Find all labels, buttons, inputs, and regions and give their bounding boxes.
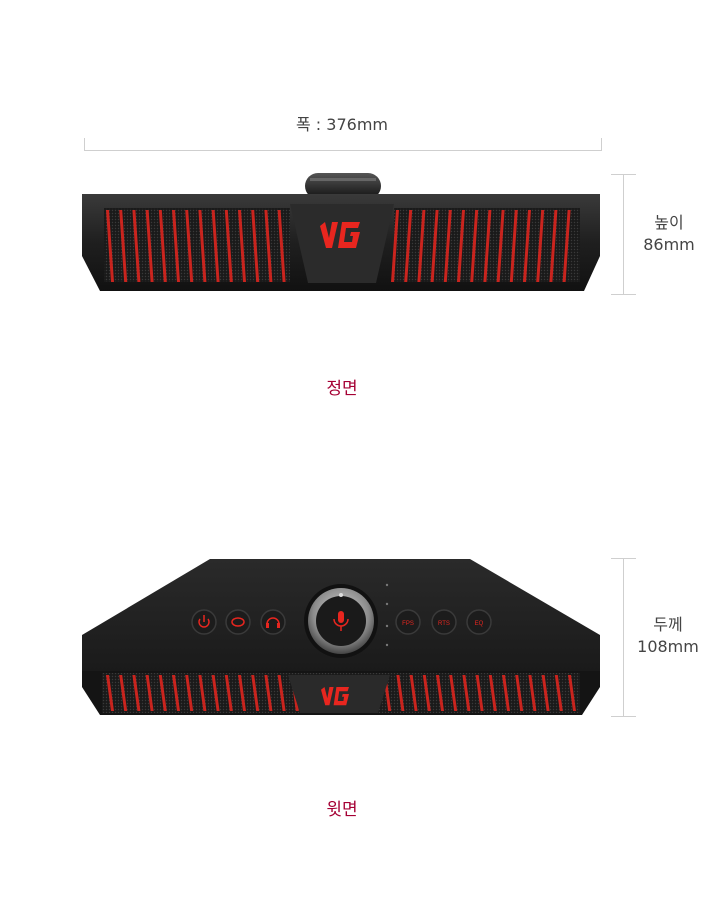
- led-slat: [211, 675, 220, 711]
- led-slat: [457, 210, 465, 282]
- power-button: [191, 609, 217, 635]
- led-slat: [496, 210, 505, 282]
- depth-label: 두께 108mm: [628, 614, 708, 658]
- led-slat: [541, 675, 550, 711]
- led-slat: [549, 210, 558, 282]
- led-slat: [145, 675, 154, 711]
- led-slat: [158, 675, 167, 711]
- led-slat: [562, 210, 571, 282]
- height-dimension-tick-bottom: [611, 294, 636, 295]
- led-slat: [172, 675, 180, 711]
- depth-label-value: 108mm: [637, 637, 699, 656]
- led-slat: [172, 210, 180, 282]
- led-slat: [106, 675, 114, 711]
- led-slat: [238, 675, 246, 711]
- width-dimension-line: [84, 150, 602, 151]
- led-slat: [443, 210, 452, 282]
- led-slat: [264, 675, 273, 711]
- led-slat: [224, 210, 233, 282]
- height-label-word: 높이: [654, 213, 684, 232]
- led-slat: [509, 210, 518, 282]
- led-slat: [515, 675, 524, 711]
- led-slat: [409, 675, 418, 711]
- led-slat: [277, 210, 286, 282]
- width-label: 폭 : 376mm: [296, 115, 388, 134]
- led-slat: [251, 675, 260, 711]
- height-label: 높이 86mm: [634, 212, 704, 256]
- soundbar-top-image: FPS RTS EQ: [78, 555, 604, 720]
- led-slat: [198, 675, 207, 711]
- led-slat: [119, 675, 128, 711]
- depth-label-word: 두께: [653, 615, 683, 634]
- soundbar-front-image: [78, 170, 604, 298]
- mode-button: [225, 609, 251, 635]
- led-slat: [422, 675, 431, 711]
- led-slat: [145, 210, 154, 282]
- led-slat: [158, 210, 167, 282]
- fps-button-label: FPS: [402, 621, 414, 627]
- led-slat: [391, 210, 399, 282]
- led-slat: [119, 210, 128, 282]
- eq-button: EQ: [466, 609, 492, 635]
- led-slat: [475, 675, 484, 711]
- led-slat: [554, 675, 563, 711]
- led-slat: [488, 675, 497, 711]
- led-slat: [404, 210, 413, 282]
- led-slat: [251, 210, 260, 282]
- led-slat: [449, 675, 458, 711]
- led-slat: [568, 675, 576, 711]
- led-slat: [106, 210, 114, 282]
- depth-dimension-tick-top: [611, 558, 636, 559]
- led-slat: [523, 210, 531, 282]
- led-slat: [396, 675, 405, 711]
- eq-button-label: EQ: [475, 621, 484, 627]
- led-slat: [430, 210, 439, 282]
- led-slat: [264, 210, 273, 282]
- led-slat: [277, 675, 286, 711]
- ultragear-logo: [321, 687, 349, 706]
- led-slat: [185, 675, 194, 711]
- led-slat: [502, 675, 510, 711]
- top-view-caption: 윗면: [326, 800, 358, 820]
- height-label-value: 86mm: [643, 235, 695, 254]
- led-slat: [462, 675, 471, 711]
- headset-button: [260, 609, 286, 635]
- led-slat: [132, 210, 141, 282]
- led-slat: [436, 675, 444, 711]
- led-slat: [185, 210, 194, 282]
- led-slat: [132, 675, 141, 711]
- height-dimension-tick-top: [611, 174, 636, 175]
- rts-button-label: RTS: [438, 621, 450, 627]
- height-dimension-line: [623, 174, 624, 295]
- led-slat: [536, 210, 545, 282]
- led-slat: [417, 210, 426, 282]
- led-slat: [211, 210, 220, 282]
- front-view-caption: 정면: [326, 379, 358, 399]
- led-slat: [198, 210, 207, 282]
- led-slat: [238, 210, 246, 282]
- fps-button: FPS: [395, 609, 421, 635]
- width-dimension-tick-left: [84, 138, 85, 150]
- ultragear-logo: [320, 222, 360, 248]
- depth-dimension-line: [623, 558, 624, 716]
- width-dimension-tick-right: [601, 138, 602, 150]
- led-slat: [528, 675, 537, 711]
- rts-button: RTS: [431, 609, 457, 635]
- depth-dimension-tick-bottom: [611, 716, 636, 717]
- led-slat: [483, 210, 492, 282]
- led-slat: [224, 675, 233, 711]
- mic-knob: [304, 584, 378, 658]
- led-slat: [470, 210, 479, 282]
